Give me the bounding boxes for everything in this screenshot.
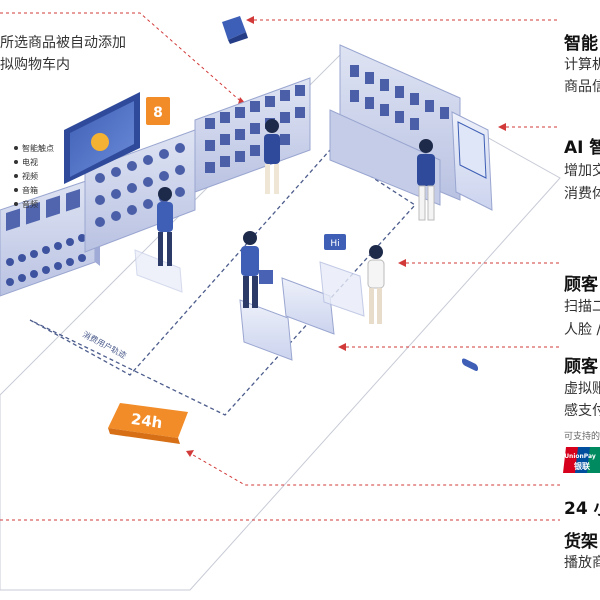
ai-line1: 增加交 — [564, 163, 600, 179]
shelf-title: 货架 — [564, 532, 598, 552]
hours-title: 24 小 — [564, 499, 600, 519]
sign-8: 8 — [146, 97, 170, 125]
feature-item: 视频 — [22, 171, 38, 181]
feature-item: 电视 — [22, 157, 38, 167]
wall-tv — [64, 92, 140, 184]
feature-item: 智能触点 — [22, 143, 54, 153]
top-left-callout-line1: 所选商品被自动添加 — [0, 35, 126, 51]
feature-item: 音箱 — [22, 185, 38, 195]
checkout-gates — [134, 249, 365, 361]
feature-item: 音频 — [22, 199, 38, 209]
top-left-callout-line2: 拟购物车内 — [0, 57, 70, 73]
callout-lines — [0, 12, 560, 521]
svg-text:Hi: Hi — [330, 239, 339, 249]
pay-line1: 虚拟账 — [564, 381, 600, 397]
screen-feature-list: 智能触点 电视 视频 音箱 音频 — [14, 143, 54, 209]
svg-text:8: 8 — [153, 105, 163, 121]
shopper-3 — [241, 231, 273, 308]
shelf-line1: 播放商 — [564, 555, 600, 571]
scan-line2: 人脸 / — [564, 322, 600, 338]
scan-line1: 扫描二 — [564, 299, 600, 315]
shopper-1 — [264, 119, 280, 194]
shopper-4 — [417, 139, 435, 221]
smart-title: 智能 — [564, 34, 598, 54]
shopper-2 — [157, 187, 173, 266]
hi-sign: Hi — [324, 234, 346, 250]
shopper-5 — [367, 245, 385, 324]
svg-text:UnionPay: UnionPay — [564, 453, 596, 460]
floor-path-label: 消费用户轨迹 — [81, 329, 128, 360]
pay-line2: 感支付 — [564, 403, 600, 419]
badge-24h: 24h — [108, 403, 188, 444]
ceiling-camera — [222, 16, 248, 44]
scan-title: 顾客 — [564, 275, 598, 295]
center-shelf — [194, 77, 311, 193]
ai-line2: 消费体 — [564, 186, 600, 202]
pay-supported-label: 可支持的 — [564, 432, 600, 442]
pay-title: 顾客 — [564, 357, 598, 377]
svg-text:24h: 24h — [130, 410, 164, 432]
ai-kiosk — [451, 111, 493, 372]
smart-line1: 计算机 — [564, 57, 600, 73]
smart-line2: 商品信 — [564, 79, 600, 95]
ai-title: AI 智 — [564, 138, 600, 158]
svg-text:银联: 银联 — [573, 461, 590, 471]
unionpay-logo: UnionPay 银联 — [563, 447, 600, 473]
right-shelf — [329, 44, 461, 206]
